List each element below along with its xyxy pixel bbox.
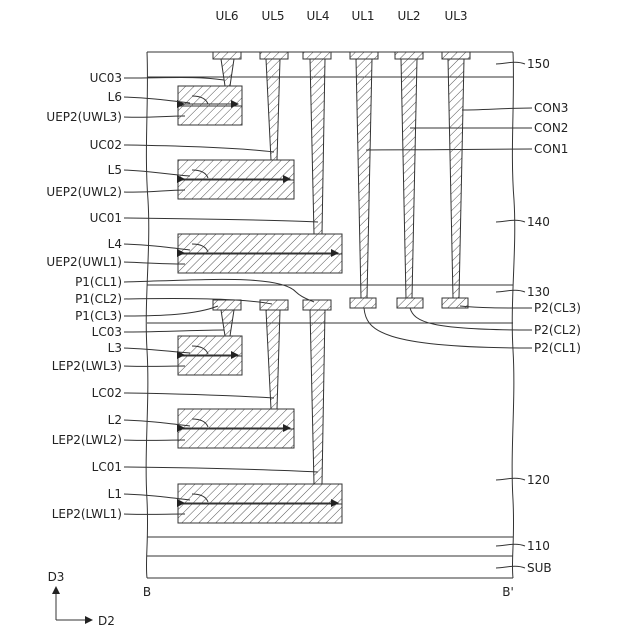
contact-con3	[448, 59, 464, 298]
label-axis-d2: D2	[98, 614, 115, 628]
label-ul3: UL3	[444, 9, 467, 23]
label-con1: CON1	[534, 142, 568, 156]
label-l3: L3	[108, 341, 122, 355]
pad-p2-cl1	[350, 298, 376, 308]
pad-ul2	[395, 52, 423, 59]
pad-p1-cl1	[303, 300, 331, 310]
label-uep2-uwl1: UEP2(UWL1)	[46, 255, 122, 269]
label-ul2: UL2	[397, 9, 420, 23]
label-section-b-prime: B'	[502, 585, 514, 599]
label-uep2-uwl2: UEP2(UWL2)	[46, 185, 122, 199]
contact-con2	[401, 59, 417, 298]
label-ul4: UL4	[306, 9, 329, 23]
contact-lc02	[266, 310, 280, 409]
label-120: 120	[527, 473, 550, 487]
label-110: 110	[527, 539, 550, 553]
contact-uc03	[221, 59, 234, 86]
label-lc01: LC01	[92, 460, 122, 474]
label-sub: SUB	[527, 561, 552, 575]
label-ul5: UL5	[261, 9, 284, 23]
pad-ul4	[303, 52, 331, 59]
label-p2-cl1: P2(CL1)	[534, 341, 581, 355]
contact-con1	[356, 59, 372, 298]
label-l5: L5	[108, 163, 122, 177]
pad-ul3	[442, 52, 470, 59]
label-uep2-uwl3: UEP2(UWL3)	[46, 110, 122, 124]
label-p1-cl1: P1(CL1)	[75, 275, 122, 289]
label-axis-d3: D3	[48, 570, 65, 584]
contact-uc01	[310, 59, 325, 234]
label-con2: CON2	[534, 121, 568, 135]
label-section-b: B	[143, 585, 151, 599]
pad-p1-cl2	[260, 300, 288, 310]
label-150: 150	[527, 57, 550, 71]
label-ul6: UL6	[215, 9, 238, 23]
pad-ul1	[350, 52, 378, 59]
pad-ul5	[260, 52, 288, 59]
pad-p1-cl3	[213, 300, 241, 310]
label-lc02: LC02	[92, 386, 122, 400]
label-p1-cl3: P1(CL3)	[75, 309, 122, 323]
label-l4: L4	[108, 237, 122, 251]
label-lep2-lwl3: LEP2(LWL3)	[52, 359, 122, 373]
label-uc01: UC01	[90, 211, 122, 225]
label-p1-cl2: P1(CL2)	[75, 292, 122, 306]
label-p2-cl2: P2(CL2)	[534, 323, 581, 337]
label-130: 130	[527, 285, 550, 299]
left-boundary	[146, 52, 149, 578]
contact-lc01	[310, 310, 325, 484]
label-l6: L6	[108, 90, 122, 104]
label-lep2-lwl1: LEP2(LWL1)	[52, 507, 122, 521]
label-lc03: LC03	[92, 325, 122, 339]
pad-ul6	[213, 52, 241, 59]
label-uc02: UC02	[90, 138, 122, 152]
contact-lc03	[221, 310, 234, 336]
label-l2: L2	[108, 413, 122, 427]
right-boundary	[512, 52, 515, 578]
label-140: 140	[527, 215, 550, 229]
label-lep2-lwl2: LEP2(LWL2)	[52, 433, 122, 447]
label-ul1: UL1	[351, 9, 374, 23]
label-l1: L1	[108, 487, 122, 501]
contact-uc02	[266, 59, 280, 160]
label-p2-cl3: P2(CL3)	[534, 301, 581, 315]
label-uc03: UC03	[90, 71, 122, 85]
pad-p2-cl2	[397, 298, 423, 308]
label-con3: CON3	[534, 101, 568, 115]
